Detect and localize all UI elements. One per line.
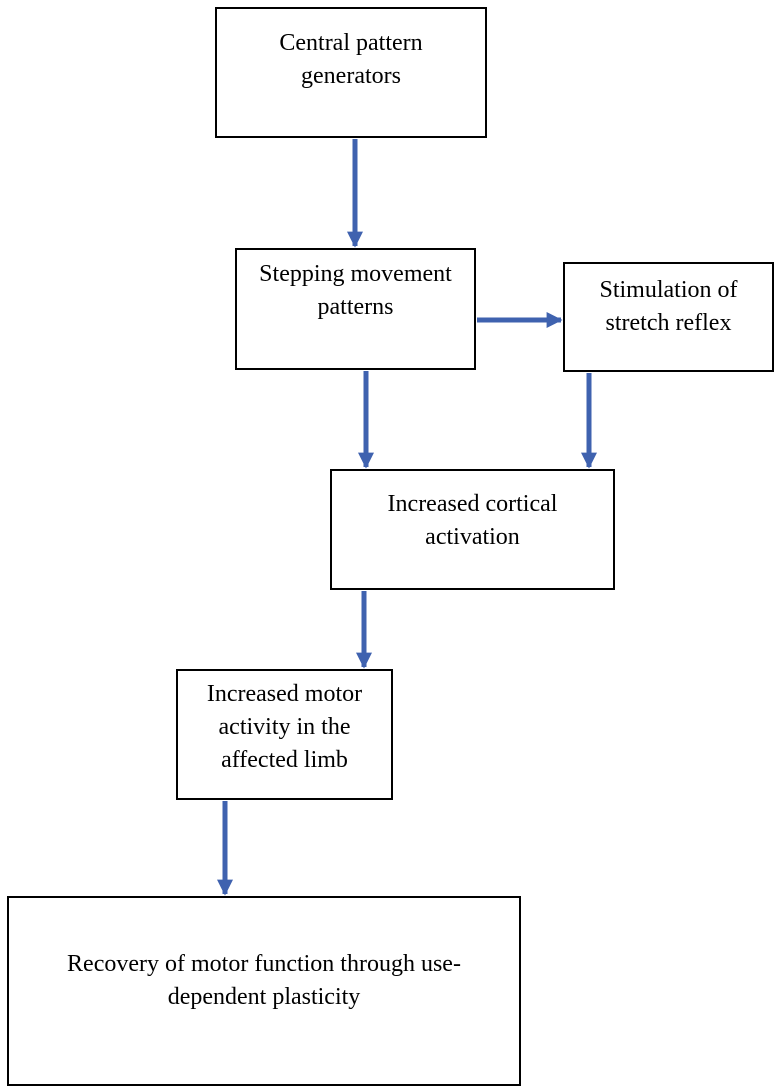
node-label: Recovery of motor function through use-d… [67,951,461,1010]
node-recovery-of-motor-function: Recovery of motor function through use-d… [7,896,521,1086]
node-increased-motor-activity: Increased motor activity in the affected… [176,669,393,800]
node-stimulation-of-stretch-reflex: Stimulation of stretch reflex [563,262,774,372]
node-central-pattern-generators: Central pattern generators [215,7,487,138]
node-label: Central pattern generators [279,30,423,89]
node-increased-cortical-activation: Increased cortical activation [330,469,615,590]
node-label: Increased motor activity in the affected… [206,681,363,773]
node-label: Stimulation of stretch reflex [599,277,738,336]
node-label: Increased cortical activation [387,491,558,550]
node-stepping-movement-patterns: Stepping movement patterns [235,248,476,370]
node-label: Stepping movement patterns [259,261,452,320]
